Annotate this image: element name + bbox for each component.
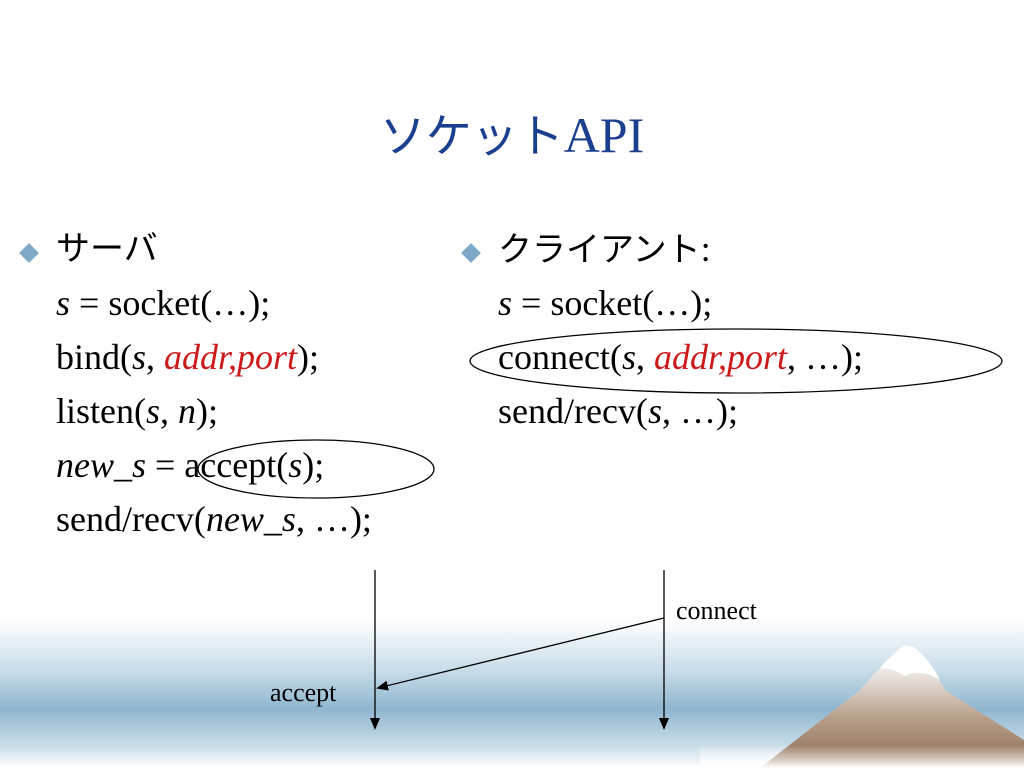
addr-port-highlight: addr,port	[653, 337, 787, 377]
title-japanese: ソケット	[379, 109, 564, 163]
var-s: s	[132, 337, 147, 377]
client-line-connect: connect(s, addr,port, …);	[498, 330, 863, 384]
connect-highlight-ellipse	[469, 328, 1003, 394]
server-line-listen: listen(s, n);	[56, 384, 372, 438]
title-api: API	[563, 107, 645, 163]
accept-highlight-ellipse	[197, 439, 435, 499]
client-column: クライアント: s = socket(…); connect(s, addr,p…	[498, 222, 863, 438]
code-text: );	[297, 337, 320, 377]
code-text: , …);	[661, 391, 738, 431]
code-text: send/recv(	[56, 499, 206, 539]
var-s: s	[498, 283, 513, 323]
heading-colon: :	[700, 229, 711, 269]
connection-arrow	[376, 617, 665, 691]
code-text: ,	[635, 337, 654, 377]
client-line-socket: s = socket(…);	[498, 276, 863, 330]
server-line-accept: new_s = accept(s);	[56, 438, 372, 492]
var-s: s	[56, 283, 71, 323]
var-new-s: new_s	[56, 445, 146, 485]
server-line-bind: bind(s, addr,port);	[56, 330, 372, 384]
var-new-s: new_s	[205, 499, 296, 539]
mountain-icon	[760, 645, 1024, 768]
var-s: s	[621, 337, 636, 377]
var-s: s	[647, 391, 662, 431]
code-text: );	[302, 445, 325, 485]
server-column: サーバ s = socket(…); bind(s, addr,port); l…	[56, 222, 372, 546]
var-s: s	[145, 391, 160, 431]
server-line-socket: s = socket(…);	[56, 276, 372, 330]
code-text: );	[196, 391, 218, 431]
code-text: bind(	[56, 337, 132, 377]
code-text: ,	[146, 337, 165, 377]
code-text: = socket(…);	[70, 283, 271, 323]
client-heading: クライアント	[498, 230, 701, 270]
code-text: listen(	[56, 391, 146, 431]
code-text: = socket(…);	[512, 283, 713, 323]
client-heading-line: クライアント:	[498, 222, 863, 276]
code-text: , …);	[295, 499, 372, 539]
code-text: send/recv(	[498, 391, 648, 431]
accept-label: accept	[270, 678, 337, 707]
var-s: s	[288, 445, 303, 485]
connect-label: connect	[676, 596, 757, 625]
addr-port-highlight: addr,port	[164, 337, 298, 377]
server-line-sendrecv: send/recv(new_s, …);	[56, 492, 372, 546]
server-heading: サーバ	[56, 229, 158, 269]
code-text: , …);	[786, 337, 863, 377]
var-n: n	[178, 391, 196, 431]
slide-title: ソケットAPI	[0, 100, 1024, 171]
client-line-sendrecv: send/recv(s, …);	[498, 384, 863, 438]
code-text: connect(	[498, 337, 622, 377]
code-text: ,	[160, 391, 178, 431]
